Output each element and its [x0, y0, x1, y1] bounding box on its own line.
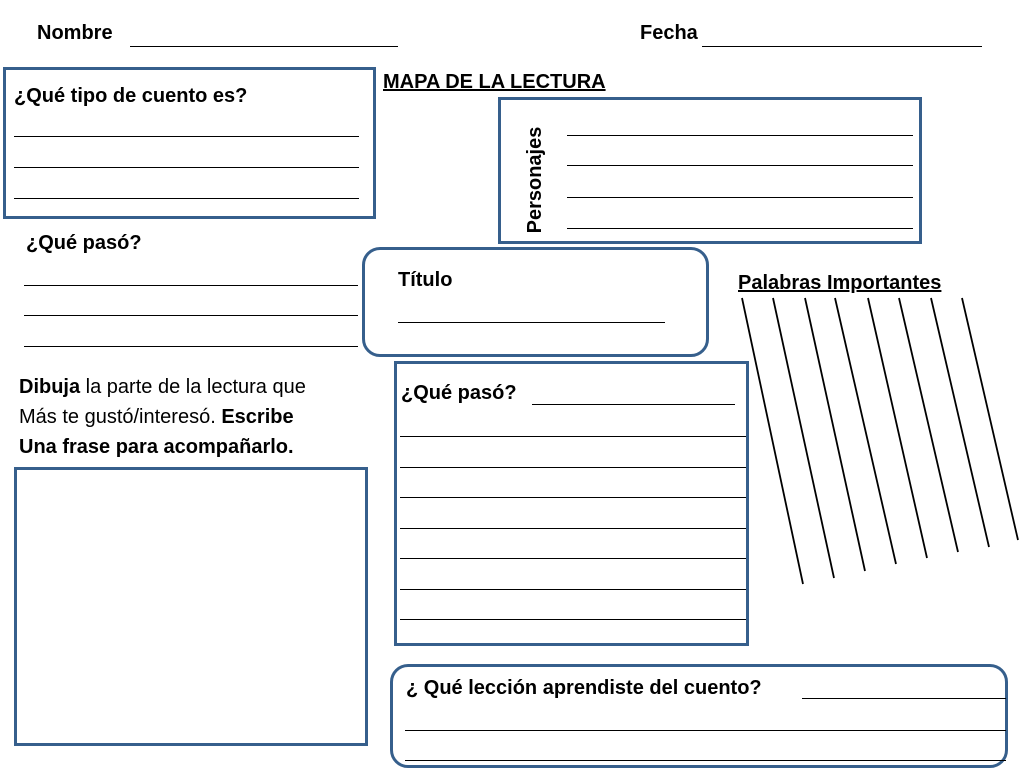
title-box [362, 247, 709, 357]
word-line-2[interactable] [772, 297, 835, 579]
word-line-7[interactable] [930, 297, 990, 548]
write-verb: Escribe [221, 406, 294, 428]
what-happened-center-line-6[interactable] [400, 589, 746, 590]
characters-box [498, 97, 922, 244]
what-happened-center-answer[interactable] [532, 404, 735, 405]
lesson-box [390, 664, 1008, 768]
what-happened-left-line-3[interactable] [24, 346, 358, 347]
word-line-3[interactable] [804, 297, 866, 572]
story-type-line-3[interactable] [14, 198, 359, 199]
what-happened-center-question: ¿Qué pasó? [401, 382, 517, 404]
name-field[interactable] [130, 46, 398, 47]
page-title: MAPA DE LA LECTURA [383, 71, 606, 93]
what-happened-center-line-2[interactable] [400, 467, 746, 468]
what-happened-left-line-1[interactable] [24, 285, 358, 286]
characters-line-4[interactable] [567, 228, 913, 229]
important-words-diagonal-lines [741, 297, 1019, 585]
story-type-question: ¿Qué tipo de cuento es? [14, 85, 248, 107]
word-line-4[interactable] [834, 297, 897, 565]
date-field[interactable] [702, 46, 982, 47]
characters-label: Personajes [524, 126, 546, 234]
characters-line-2[interactable] [567, 165, 913, 166]
word-line-8[interactable] [961, 297, 1019, 541]
drawing-instruction-line-3: Una frase para acompañarlo. [19, 436, 294, 458]
drawing-instruction-line-2: Más te gustó/interesó. [19, 406, 222, 428]
title-label: Título [398, 269, 453, 291]
draw-verb: Dibuja [19, 376, 81, 398]
word-line-6[interactable] [898, 297, 959, 553]
word-line-1[interactable] [741, 297, 804, 585]
what-happened-left-question: ¿Qué pasó? [26, 232, 142, 254]
characters-line-1[interactable] [567, 135, 913, 136]
story-type-line-2[interactable] [14, 167, 359, 168]
name-label: Nombre [37, 22, 113, 44]
what-happened-left-line-2[interactable] [24, 315, 358, 316]
characters-line-3[interactable] [567, 197, 913, 198]
drawing-instructions: Dibuja la parte de la lectura que Más te… [19, 372, 306, 462]
what-happened-center-box [394, 361, 749, 646]
date-label: Fecha [640, 22, 698, 44]
lesson-question: ¿ Qué lección aprendiste del cuento? [406, 677, 762, 699]
what-happened-center-line-7[interactable] [400, 619, 746, 620]
what-happened-center-line-1[interactable] [400, 436, 746, 437]
lesson-answer[interactable] [802, 698, 1006, 699]
lesson-line-1[interactable] [405, 730, 1006, 731]
lesson-line-2[interactable] [405, 760, 1006, 761]
drawing-instruction-line-1: la parte de la lectura que [80, 376, 306, 398]
word-line-5[interactable] [867, 297, 928, 559]
what-happened-center-line-4[interactable] [400, 528, 746, 529]
drawing-box[interactable] [14, 467, 368, 746]
what-happened-center-line-3[interactable] [400, 497, 746, 498]
story-type-line-1[interactable] [14, 136, 359, 137]
what-happened-center-line-5[interactable] [400, 558, 746, 559]
story-type-box [3, 67, 376, 219]
title-field[interactable] [398, 322, 665, 323]
important-words-label: Palabras Importantes [738, 272, 942, 294]
